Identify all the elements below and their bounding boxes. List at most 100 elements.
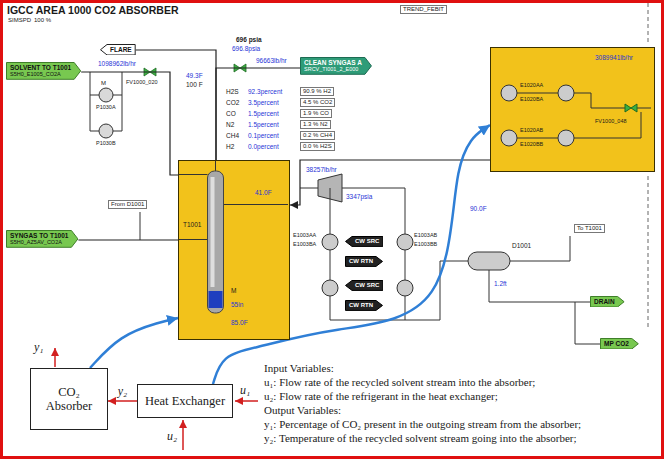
equipment-label: FV1000_048 [595,118,627,124]
signal-name: u₁ [240,384,250,398]
cooling-water-tag: CW RTN [345,300,383,311]
pipe-line [489,236,600,344]
pump-name: P1030A [96,104,116,110]
exchanger-symbol [558,85,574,101]
stream-name: MP CO2 [604,340,629,347]
column-symbol [208,171,224,313]
composition-reading: 92.3percent [248,88,282,95]
composition-cell: 4.5 % CO2 [300,98,335,107]
input-arrow [182,420,184,450]
variable-description: u₁: Flow rate of the recycled solvent st… [264,376,535,389]
equipment-label: 85.0F [231,319,248,326]
stream-name: SOLVENT TO T1001 [10,64,71,71]
pipe-line [81,72,178,175]
equipment-label: 3089941lb/hr [595,54,633,61]
stream-name: DRAIN [594,298,615,305]
component-name: N2 [226,121,234,128]
stream-tag: SOLVENT TO T1001S5H0_E1005_CO2A [6,62,81,80]
drain-tag: DRAIN [590,296,625,307]
signal-name: u₂ [167,430,177,444]
composition-reading: 1.5percent [248,110,279,117]
cooling-water-tag: CW SRC [345,236,383,247]
stream-name: CW SRC [355,282,379,289]
composition-cell: 90.9 % H2 [300,87,334,96]
variable-description: y₂: Temperature of the recycled solvent … [264,432,577,445]
vessel-name: D1001 [512,242,531,249]
variable-description: Input Variables: [264,362,334,375]
destination-tag: To T1001 [574,224,605,233]
exchanger-symbol [558,130,574,146]
composition-reading: 1.5percent [248,121,279,128]
variable-description: u₂: Flow rate of the refrigerant in the … [264,390,498,403]
column-highlight [211,177,215,287]
composition-cell: 0.2 % CH4 [300,131,335,140]
stream-name: CW RTN [349,302,373,309]
exchanger-symbol [501,85,517,101]
composition-cell: 1.9 % CO [300,109,332,118]
exchanger-symbol [322,234,338,250]
pipe-line [136,50,216,160]
equipment-label: M [231,287,236,294]
equipment-label: E1020AA [520,82,543,88]
exchanger-symbol [322,280,338,296]
exchanger-symbol [397,234,413,250]
component-name: CO [226,110,236,117]
motor-label: M [101,80,106,87]
pipe-line [140,212,141,240]
source-tag: From D1001 [108,200,147,209]
component-name: CH4 [226,132,239,139]
composition-reading: 3.5percent [248,99,279,106]
pressure-reading: 3347psia [346,193,372,200]
liquid-level [209,291,223,308]
signal-arrow [108,400,137,402]
pipe-line [300,188,318,189]
component-name: H2S [226,88,239,95]
exchanger-name: E1003BA [293,241,316,247]
composition-cell: 0.0 % H2S [300,142,335,151]
pump-piping [90,72,122,131]
tag-shape [346,281,383,291]
tag-shape [7,231,78,248]
stream-name: CW RTN [349,258,373,265]
component-name: CO2 [226,99,239,106]
tag-shape [346,257,383,267]
cooling-water-tag: CW RTN [345,256,383,267]
level-reading: 1.2ft [494,280,507,287]
temperature-reading: 90.0F [470,205,487,212]
component-name: H2 [226,143,234,150]
exchanger-name: E1003AA [293,232,316,238]
flow-reading: 96663lb/hr [256,57,287,64]
tag-shape [346,237,383,247]
equipment-graphic [179,161,291,341]
tag-shape [591,297,625,307]
trend-button: TREND_FEBIT [400,5,447,14]
stream-name: S5H0_AZ5AV_CO2A [10,239,68,245]
signal-name: y₁ [34,341,44,355]
equipment-label: 55in [231,301,243,308]
valve-name: FV1000_020 [126,79,158,85]
input-arrow [235,400,258,402]
flare-tag: FLARE [100,44,136,55]
flow-reading: 38257lb/hr [306,166,337,173]
temperature-setpoint: 100 F [186,81,203,88]
output-arrow [54,348,56,367]
pipe-line [216,68,300,160]
exchanger-name: E1003AB [414,232,437,238]
temperature-reading: 49.3F [186,72,203,79]
equipment-label: T1001 [183,221,201,228]
pipe-line [179,161,288,240]
stream-tag: SYNGAS TO T1001S5H0_AZ5AV_CO2A [6,230,78,248]
equipment-label: E1020BB [520,141,543,147]
edge-label: y₂ [117,385,129,399]
stream-tag: CLEAN SYNGAS ASRCV_TI001_2_E000 [300,57,372,75]
equipment-label: 41.0F [255,189,272,196]
screen-title: IGCC AREA 1000 CO2 ABSORBER [7,4,179,16]
sim-speed-value: 100 % [34,17,51,24]
composition-reading: 0.1percent [248,132,279,139]
pump-name: P1030B [96,140,116,146]
equipment-graphic [491,48,656,173]
sim-speed-label: SIMSPD [8,17,31,24]
stream-name: CLEAN SYNGAS A [304,59,362,66]
drum-symbol [468,252,510,270]
